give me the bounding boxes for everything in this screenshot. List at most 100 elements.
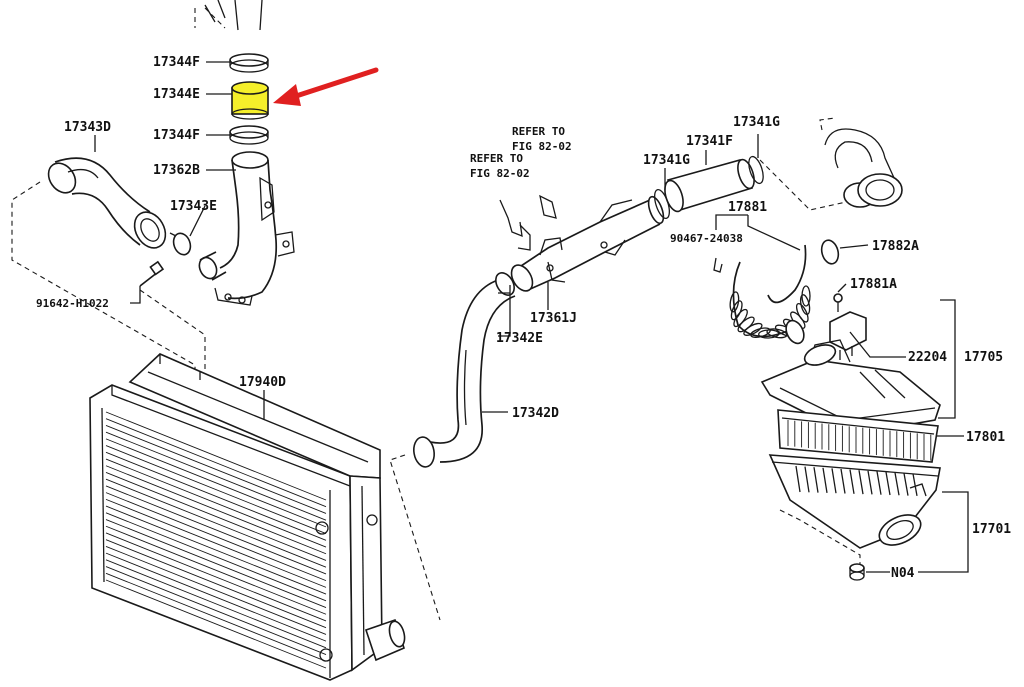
label-17881A: 17881A	[850, 277, 897, 292]
label-17940D: 17940D	[239, 375, 286, 390]
label-17342D: 17342D	[512, 406, 559, 421]
bolt-91642	[139, 260, 165, 287]
hatch-line	[105, 519, 327, 608]
hatch-line	[105, 572, 327, 662]
refer-brackets	[499, 194, 557, 238]
filter-pleats	[787, 420, 932, 461]
hose-17343D	[47, 157, 167, 249]
label-17342E: 17342E	[496, 331, 543, 346]
air-filter-17801	[777, 409, 939, 463]
label-17344E: 17344E	[153, 87, 200, 102]
hatch-line	[876, 471, 882, 495]
hatch-line	[105, 545, 327, 635]
upper-pipe-fragment	[204, 0, 263, 31]
hatch-line	[105, 492, 327, 582]
pipe-connector	[198, 251, 227, 281]
case-ribs	[795, 465, 918, 497]
label-17341G-right: 17341G	[733, 115, 780, 130]
part-labels: 17344F 17344E 17344F 17343D 17362B 17343…	[36, 55, 1011, 581]
hatch-line	[105, 458, 327, 548]
intercooler-17940D	[89, 353, 406, 681]
hatch-line	[105, 418, 327, 508]
label-17341F: 17341F	[686, 134, 733, 149]
hatch-line	[795, 465, 801, 493]
hatch-line	[105, 438, 327, 528]
hatch-line	[105, 559, 327, 649]
inlet-pipe-17362B	[214, 151, 295, 306]
hatch-line	[813, 467, 819, 493]
hatch-line	[105, 478, 327, 568]
label-17881: 17881	[728, 200, 767, 215]
hatch-line	[105, 552, 327, 642]
hatch-line	[105, 425, 327, 514]
hatch-line	[105, 579, 327, 669]
refer-note-2-line2: FIG 82-02	[470, 167, 530, 180]
clamp-17341G-right	[748, 155, 764, 185]
hose-rib	[743, 322, 763, 336]
hatch-line	[912, 473, 918, 497]
cooling-fins	[105, 411, 327, 669]
hatch-line	[105, 445, 327, 535]
label-17882A: 17882A	[872, 239, 919, 254]
label-17341G-left: 17341G	[643, 153, 690, 168]
leader-lines	[94, 61, 969, 573]
label-17361J: 17361J	[530, 311, 577, 326]
label-17705: 17705	[964, 350, 1003, 365]
hose-rib	[801, 285, 811, 307]
hatch-line	[903, 473, 909, 496]
label-17701: 17701	[972, 522, 1011, 537]
label-22204: 22204	[908, 350, 947, 365]
hatch-line	[105, 512, 327, 602]
hatch-line	[804, 466, 810, 493]
refer-note-1-line1: REFER TO	[512, 125, 565, 138]
label-91642: 91642-H1022	[36, 297, 109, 310]
corrugated-hose-17881	[729, 244, 811, 339]
turbo-elbow	[824, 128, 903, 208]
hatch-line	[831, 468, 837, 494]
hatch-line	[105, 505, 327, 595]
hatch-line	[849, 469, 855, 494]
hatch-line	[105, 411, 327, 501]
hatch-line	[105, 566, 327, 655]
hatch-line	[105, 539, 327, 629]
hatch-line	[105, 472, 327, 561]
label-17801: 17801	[966, 430, 1005, 445]
hatch-line	[894, 472, 900, 496]
hatch-line	[105, 532, 327, 622]
pointer-arrow-icon	[273, 67, 379, 106]
hose-17342D	[413, 279, 516, 468]
hose-rib	[729, 291, 740, 313]
hatch-line	[105, 525, 327, 615]
air-cleaner-case-17701	[768, 454, 941, 549]
refer-note-2-line1: REFER TO	[470, 152, 523, 165]
hose-rib	[795, 303, 809, 323]
clamp-17344F-bottom	[229, 125, 269, 145]
clamp-17344F-top	[229, 53, 269, 73]
refer-note-1-line2: FIG 82-02	[512, 140, 572, 153]
hatch-line	[885, 471, 891, 496]
small-clip-90467	[713, 257, 723, 273]
hatch-line	[105, 485, 327, 575]
pipe-17361J	[510, 195, 665, 292]
label-17343E: 17343E	[170, 199, 217, 214]
screw-17881A	[833, 293, 843, 312]
label-17344F-top: 17344F	[153, 55, 200, 70]
grommet-N04	[849, 563, 865, 581]
label-17362B: 17362B	[153, 163, 200, 178]
hatch-line	[858, 470, 864, 495]
hatch-line	[840, 468, 846, 494]
hose-17344E-highlighted	[231, 81, 269, 120]
label-17344F-bottom: 17344F	[153, 128, 200, 143]
hatch-line	[105, 431, 327, 521]
hatch-line	[105, 451, 327, 541]
clamp-17882A	[820, 239, 840, 265]
hatch-line	[105, 465, 327, 555]
hatch-line	[822, 467, 828, 494]
clamp-17343E	[169, 232, 192, 256]
label-90467: 90467-24038	[670, 232, 743, 245]
clamp-17881-lower	[785, 319, 805, 345]
label-17343D: 17343D	[64, 120, 111, 135]
hatch-line	[867, 470, 873, 495]
